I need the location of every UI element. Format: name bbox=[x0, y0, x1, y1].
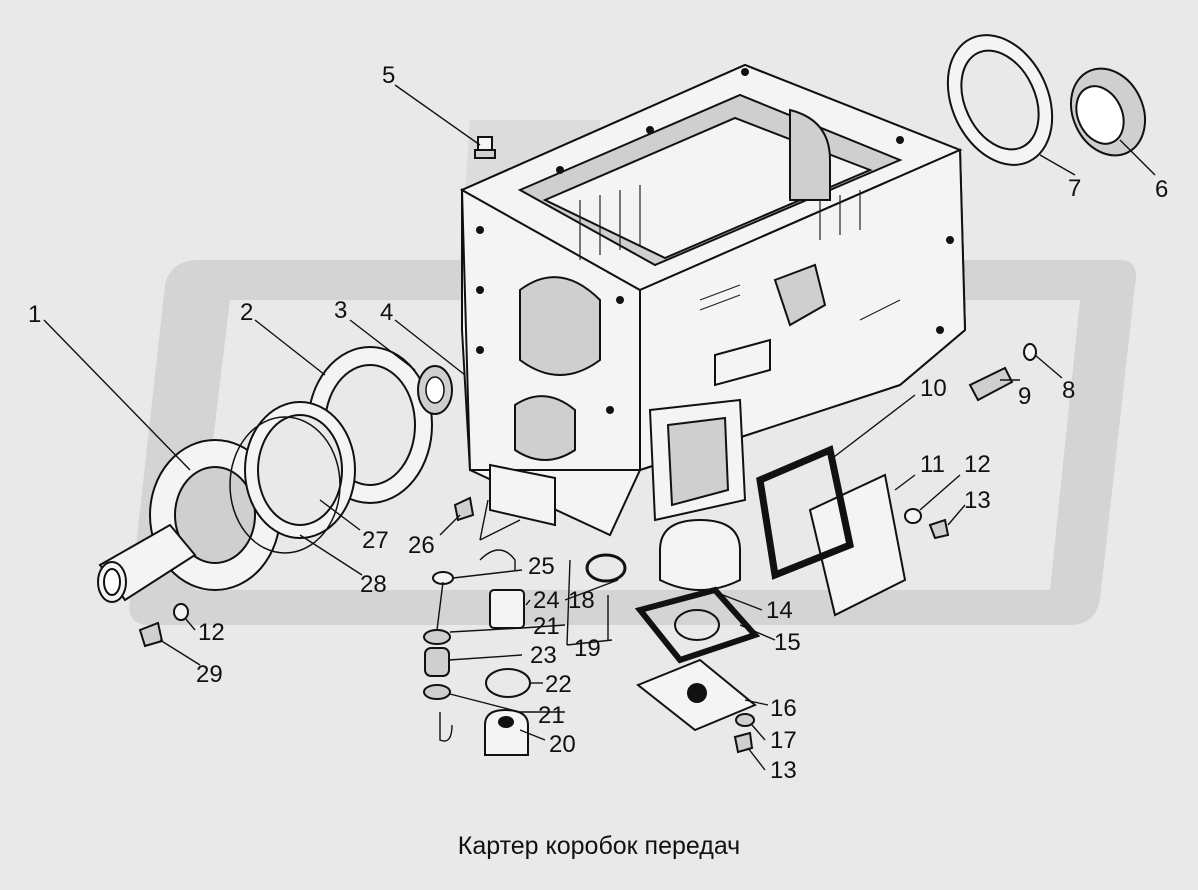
part-24-sleeve bbox=[489, 589, 525, 629]
callout-12-left: 12 bbox=[198, 619, 225, 646]
callout-27: 27 bbox=[362, 527, 389, 554]
part-12-washer-left bbox=[173, 603, 189, 621]
callout-7: 7 bbox=[1068, 175, 1081, 202]
part-27-ring bbox=[244, 401, 356, 539]
callout-14: 14 bbox=[766, 597, 793, 624]
callout-16: 16 bbox=[770, 695, 797, 722]
callout-labels: 1 2 3 4 5 6 7 8 9 10 11 12 13 14 15 16 1… bbox=[28, 62, 1168, 784]
callout-3: 3 bbox=[334, 297, 347, 324]
part-20-plug bbox=[484, 708, 529, 756]
part-13-screw-bottom bbox=[733, 731, 754, 754]
part-9-plug bbox=[968, 366, 1014, 402]
callout-19: 19 bbox=[574, 635, 601, 662]
callout-15: 15 bbox=[774, 629, 801, 656]
part-11-cover bbox=[808, 473, 907, 617]
callout-24: 24 bbox=[533, 587, 560, 614]
callout-1: 1 bbox=[28, 301, 41, 328]
callout-17: 17 bbox=[770, 727, 797, 754]
assembly-arrows bbox=[439, 499, 609, 742]
part-23-filter bbox=[424, 647, 450, 677]
part-10-gasket bbox=[756, 445, 855, 580]
part-7-ring bbox=[946, 34, 1054, 166]
part-18-ring bbox=[585, 553, 627, 583]
gearbox-housing bbox=[459, 63, 967, 537]
callout-20: 20 bbox=[549, 731, 576, 758]
callout-29: 29 bbox=[196, 661, 223, 688]
part-28-ring bbox=[229, 416, 341, 554]
callout-10: 10 bbox=[920, 375, 947, 402]
part-15-gasket bbox=[634, 586, 761, 664]
callout-2: 2 bbox=[240, 299, 253, 326]
part-8-washer bbox=[1023, 343, 1037, 361]
callout-21-bottom: 21 bbox=[538, 702, 565, 729]
part-25-rod bbox=[432, 571, 454, 631]
callout-18: 18 bbox=[568, 587, 595, 614]
callout-6: 6 bbox=[1155, 176, 1168, 203]
figure-caption: Картер коробок передач bbox=[457, 832, 741, 860]
callout-26: 26 bbox=[408, 532, 435, 559]
callout-12-top: 12 bbox=[964, 451, 991, 478]
callout-13-bottom: 13 bbox=[770, 757, 797, 784]
part-21-washer-top bbox=[423, 629, 451, 645]
callout-13-top: 13 bbox=[964, 487, 991, 514]
callout-25: 25 bbox=[528, 553, 555, 580]
part-14-filter-cap bbox=[659, 518, 741, 591]
callout-8: 8 bbox=[1062, 377, 1075, 404]
part-16-pump-plate bbox=[636, 658, 757, 732]
callout-28: 28 bbox=[360, 571, 387, 598]
callout-9: 9 bbox=[1018, 383, 1031, 410]
callout-4: 4 bbox=[380, 299, 393, 326]
part-12-washer-top bbox=[904, 508, 922, 524]
part-3-seal bbox=[417, 365, 453, 415]
part-13-screw-top bbox=[928, 518, 950, 540]
part-26-bolt bbox=[453, 496, 475, 522]
callout-22: 22 bbox=[545, 671, 572, 698]
part-21-washer-bottom bbox=[423, 684, 451, 700]
part-6-bearing-cap bbox=[1070, 67, 1146, 157]
leader-lines bbox=[43, 84, 1156, 771]
part-17-washer bbox=[735, 713, 755, 727]
part-29-bolt bbox=[138, 621, 164, 648]
callout-11: 11 bbox=[920, 451, 945, 478]
part-22-ring bbox=[485, 668, 531, 698]
part-5-bolt bbox=[474, 136, 496, 159]
callout-23: 23 bbox=[530, 642, 557, 669]
callout-5: 5 bbox=[382, 62, 395, 89]
callout-21-top: 21 bbox=[533, 613, 560, 640]
